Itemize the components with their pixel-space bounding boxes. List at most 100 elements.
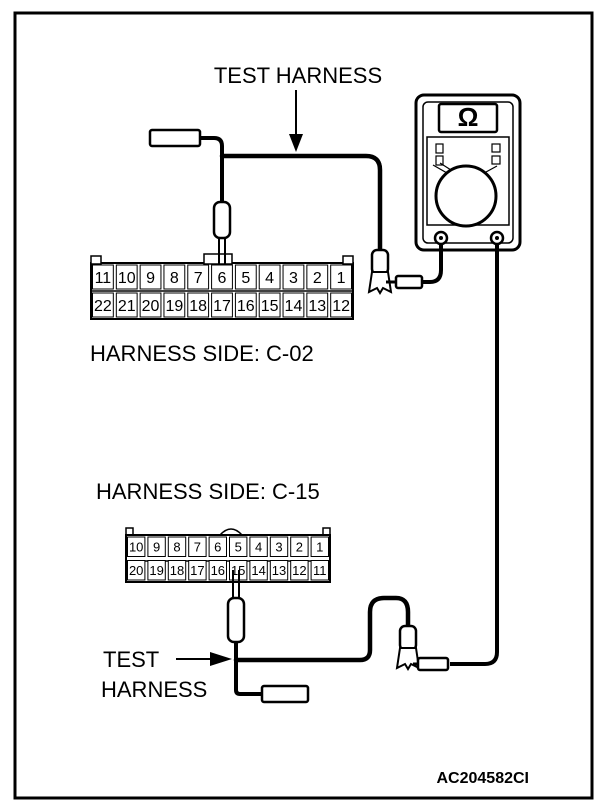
c15-pin-label: 9 bbox=[153, 539, 160, 554]
c02-pin-label: 3 bbox=[289, 270, 298, 287]
c15-pin-cell bbox=[310, 536, 330, 557]
c15-pin-cell bbox=[167, 536, 187, 557]
c15-pin-label: 16 bbox=[211, 563, 225, 578]
meter-selector-dial bbox=[434, 164, 498, 228]
c02-pin-cell bbox=[306, 292, 329, 318]
c02-pin-cell bbox=[92, 264, 114, 290]
c15-pin-label: 4 bbox=[255, 539, 262, 554]
c02-pin-label: 22 bbox=[94, 298, 112, 315]
c02-pin-label: 7 bbox=[194, 270, 203, 287]
c02-pin-cell bbox=[211, 264, 233, 290]
test-harness-label-top: TEST HARNESS bbox=[214, 63, 382, 88]
c15-pin-cell bbox=[249, 536, 268, 557]
c15-pin-cell bbox=[310, 560, 330, 581]
figure-frame bbox=[13, 11, 594, 800]
c02-pin-cell bbox=[187, 264, 210, 290]
c02-pin-label: 21 bbox=[118, 298, 136, 315]
c02-pin-cell bbox=[234, 264, 257, 290]
clip-joint-bottom bbox=[395, 624, 450, 672]
c02-pin-cell bbox=[115, 292, 138, 318]
c02-pin-cell bbox=[92, 292, 114, 318]
c15-pin-cell bbox=[188, 536, 207, 557]
c15-pin-label: 18 bbox=[170, 563, 184, 578]
c15-pin-label: 12 bbox=[292, 563, 306, 578]
c02-pin-cell bbox=[139, 292, 162, 318]
c02-pin-cell bbox=[163, 264, 186, 290]
c15-pin-cell bbox=[269, 560, 289, 581]
clip-joint-top bbox=[367, 248, 424, 295]
c02-pin-label: 14 bbox=[285, 298, 303, 315]
c02-pin-label: 2 bbox=[313, 270, 322, 287]
c15-pin-label: 14 bbox=[251, 563, 265, 578]
c15-pin-cell bbox=[167, 560, 187, 581]
c15-pin-cell bbox=[127, 560, 146, 581]
harness-plug-bottom bbox=[260, 684, 310, 704]
c02-pin-cell bbox=[211, 292, 233, 318]
c15-pin-cell bbox=[290, 560, 309, 581]
c15-pin-cell bbox=[208, 560, 228, 581]
meter-lead-left bbox=[422, 244, 443, 284]
c02-pin-label: 18 bbox=[189, 298, 207, 315]
c15-pin-cell bbox=[147, 560, 166, 581]
c15-pin-label: 11 bbox=[313, 563, 327, 578]
c15-pin-cell bbox=[290, 536, 309, 557]
c15-pin-label: 5 bbox=[235, 539, 242, 554]
c02-pin-label: 20 bbox=[142, 298, 160, 315]
c02-pin-cell bbox=[139, 264, 162, 290]
c15-pin-label: 7 bbox=[194, 539, 201, 554]
c15-pin-label: 2 bbox=[296, 539, 303, 554]
c15-pin-cell bbox=[249, 560, 268, 581]
c02-pin-label: 16 bbox=[237, 298, 255, 315]
c02-pin-cell bbox=[330, 264, 353, 290]
c15-pin-cell bbox=[229, 536, 248, 557]
c02-pin-label: 15 bbox=[261, 298, 279, 315]
c02-pin-label: 11 bbox=[95, 270, 112, 287]
c02-pin-label: 8 bbox=[170, 270, 179, 287]
c02-pin-label: 17 bbox=[213, 298, 231, 315]
c15-pin-cell bbox=[188, 560, 207, 581]
c02-pin-label: 1 bbox=[337, 270, 346, 287]
c15-pin-cell bbox=[208, 536, 228, 557]
c15-pin-cell bbox=[269, 536, 289, 557]
c02-pin-label: 19 bbox=[165, 298, 183, 315]
c02-pin-label: 4 bbox=[265, 270, 274, 287]
c15-pin-label: 6 bbox=[214, 539, 221, 554]
harness-plug-top-left bbox=[148, 128, 202, 148]
c15-pin-label: 10 bbox=[129, 539, 143, 554]
c02-pin-cell bbox=[330, 292, 353, 318]
c02-pin-cell bbox=[115, 264, 138, 290]
c02-pin-label: 12 bbox=[332, 298, 350, 315]
test-harness-wire-bottom bbox=[233, 595, 411, 696]
harness-side-c02-label: HARNESS SIDE: C-02 bbox=[90, 341, 314, 366]
harness-side-c15-label: HARNESS SIDE: C-15 bbox=[96, 479, 320, 504]
c15-pin-label: 17 bbox=[190, 563, 204, 578]
c15-pin-label: 8 bbox=[173, 539, 180, 554]
c15-pin-cell bbox=[127, 536, 146, 557]
arrow-test-harness-top bbox=[289, 90, 303, 152]
c02-pin-label: 13 bbox=[308, 298, 326, 315]
arrow-test-harness-bottom bbox=[176, 652, 232, 666]
meter-lead-right bbox=[450, 244, 499, 666]
test-harness-label-bottom-line1: TEST bbox=[103, 647, 159, 672]
test-harness-label-bottom-line2: HARNESS bbox=[101, 677, 207, 702]
c02-pin-label: 9 bbox=[146, 270, 155, 287]
c15-pin-label: 19 bbox=[149, 563, 163, 578]
c02-pin-label: 6 bbox=[218, 270, 227, 287]
c02-pin-cell bbox=[306, 264, 329, 290]
c02-pin-cell bbox=[258, 292, 281, 318]
c02-pin-cell bbox=[234, 292, 257, 318]
ohmmeter bbox=[414, 93, 522, 252]
c15-pin-label: 20 bbox=[129, 563, 143, 578]
c15-pin-cell bbox=[147, 536, 166, 557]
test-harness-wire-top bbox=[198, 136, 383, 253]
c02-pin-label: 5 bbox=[241, 270, 250, 287]
probe-c15-pin15 bbox=[226, 570, 246, 644]
figure-id: AC204582CI bbox=[437, 770, 530, 787]
probe-c02-pin6 bbox=[212, 200, 232, 264]
c02-pin-label: 10 bbox=[118, 270, 136, 287]
c02-pin-cell bbox=[282, 292, 305, 318]
c15-pin-label: 13 bbox=[272, 563, 286, 578]
